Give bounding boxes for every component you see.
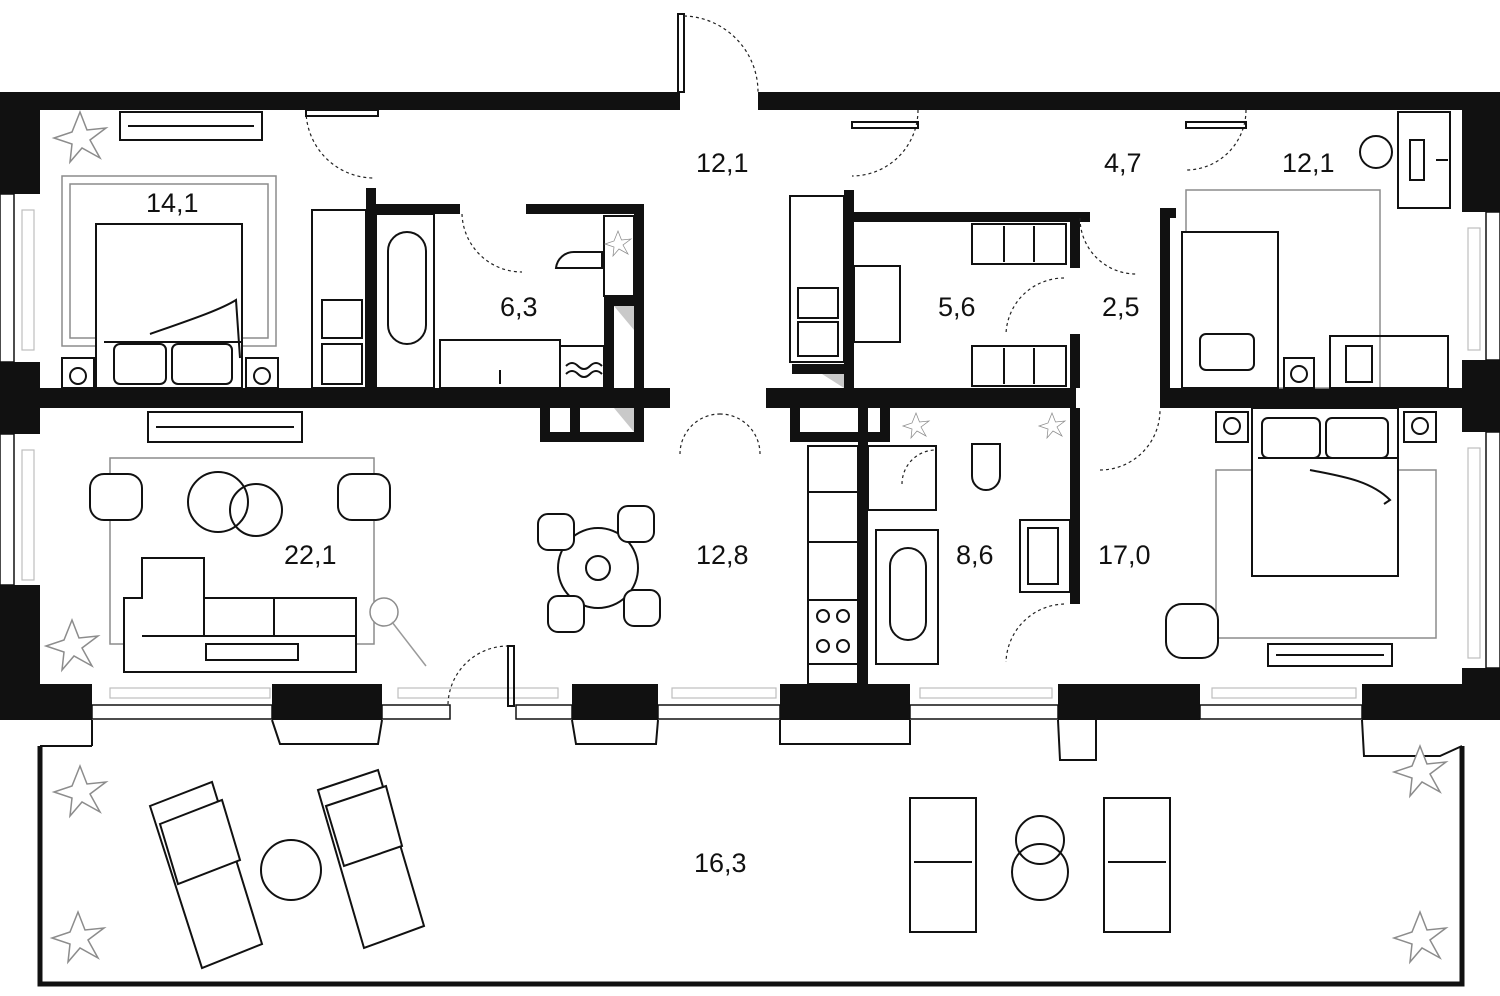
dining-table-icon — [557, 527, 639, 609]
plant-icon — [43, 617, 101, 673]
bedroom-left — [61, 111, 367, 389]
area-label-living-room: 22,1 — [284, 540, 337, 570]
plant-icon — [1391, 743, 1449, 799]
terrace — [37, 719, 1465, 987]
area-label-corridor-right: 2,5 — [1102, 292, 1140, 322]
plant-icon — [901, 411, 931, 440]
plant-icon — [51, 763, 109, 819]
armchair-icon — [1165, 603, 1219, 659]
bathroom-center — [867, 443, 1071, 665]
plant-icon — [603, 229, 633, 258]
entrance-door[interactable] — [677, 13, 759, 93]
wardrobe — [789, 195, 1067, 387]
stove-icon — [807, 599, 859, 665]
area-label-bedroom-master: 17,0 — [1098, 540, 1151, 570]
plant-icon — [49, 909, 107, 965]
area-label-bathroom-left: 6,3 — [500, 292, 538, 322]
armchair-icon — [89, 473, 143, 521]
area-label-bedroom-top-right: 12,1 — [1282, 148, 1335, 178]
toilet-icon — [971, 443, 1001, 491]
plant-icon — [1391, 909, 1449, 965]
armchair-icon — [1359, 135, 1393, 169]
plant-icon — [1037, 411, 1067, 440]
area-label-kitchen-dining: 12,8 — [696, 540, 749, 570]
area-label-bedroom-left: 14,1 — [146, 188, 199, 218]
windows — [0, 193, 1500, 720]
interior-walls — [0, 188, 1500, 684]
kitchen-dining — [537, 445, 859, 685]
bathtub-icon — [387, 231, 427, 345]
doors — [305, 109, 1247, 707]
area-label-corridor-top-right: 4,7 — [1104, 148, 1142, 178]
shaft-hatching — [614, 306, 844, 432]
sink-icon — [1019, 519, 1071, 593]
lounger-icon — [148, 768, 426, 970]
area-label-terrace: 16,3 — [694, 848, 747, 878]
bathroom-left — [375, 213, 635, 389]
area-labels: 14,1 12,1 6,3 4,7 12,1 5,6 2,5 22,1 12,8… — [146, 148, 1335, 878]
toilet-icon — [554, 250, 603, 269]
armchair-icon — [337, 473, 391, 521]
area-label-wardrobe: 5,6 — [938, 292, 976, 322]
area-label-hall: 12,1 — [696, 148, 749, 178]
living-room — [89, 411, 427, 673]
plant-icons — [43, 109, 1449, 965]
bathtub-icon — [875, 529, 939, 665]
bedroom-master — [1165, 407, 1437, 667]
bedroom-top-right — [1181, 111, 1451, 389]
plant-icon — [51, 109, 109, 165]
outer-walls — [0, 92, 1500, 720]
area-label-bathroom-center: 8,6 — [956, 540, 994, 570]
